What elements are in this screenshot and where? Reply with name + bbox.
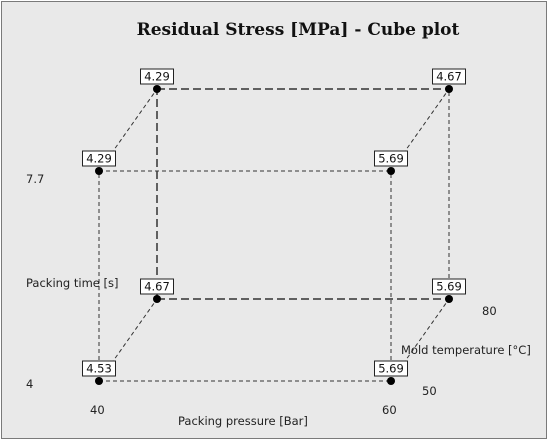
value-box-0: [82, 360, 116, 377]
value-box-3: [374, 150, 408, 167]
cube-point-4: [153, 295, 161, 303]
x-low-label: 40: [90, 403, 105, 417]
cube-point-6: [153, 85, 161, 93]
value-label-5: 5.69: [436, 280, 462, 294]
y-high-label: 7.7: [26, 172, 44, 186]
value-box-2: [82, 150, 116, 167]
z-low-label: 50: [422, 384, 437, 398]
z-high-label: 80: [482, 304, 497, 318]
value-label-0: 4.53: [86, 362, 112, 376]
cube-point-7: [445, 85, 453, 93]
value-box-6: [140, 68, 174, 85]
value-box-1: [374, 360, 408, 377]
value-label-4: 4.67: [144, 280, 170, 294]
value-label-3: 5.69: [378, 152, 404, 166]
z-axis-label: Mold temperature [°C]: [401, 343, 531, 357]
cube-point-3: [387, 167, 395, 175]
value-label-1: 5.69: [378, 362, 404, 376]
cube-point-1: [387, 377, 395, 385]
value-label-2: 4.29: [86, 152, 112, 166]
cube-point-5: [445, 295, 453, 303]
cube-point-0: [95, 377, 103, 385]
x-high-label: 60: [382, 403, 397, 417]
value-box-4: [140, 278, 174, 295]
cube-edges: [98, 88, 450, 382]
value-box-5: [432, 278, 466, 295]
value-label-7: 4.67: [436, 70, 462, 84]
chart-title: Residual Stress [MPa] - Cube plot: [137, 20, 460, 40]
y-axis-label: Packing time [s]: [26, 276, 119, 290]
cube-points: 4.53 5.69 4.29 5.69 4.67 5.69 4.29 4.67: [82, 68, 466, 385]
y-low-label: 4: [26, 377, 33, 391]
x-axis-label: Packing pressure [Bar]: [178, 414, 308, 428]
value-label-6: 4.29: [144, 70, 170, 84]
cube-point-2: [95, 167, 103, 175]
value-box-7: [432, 68, 466, 85]
